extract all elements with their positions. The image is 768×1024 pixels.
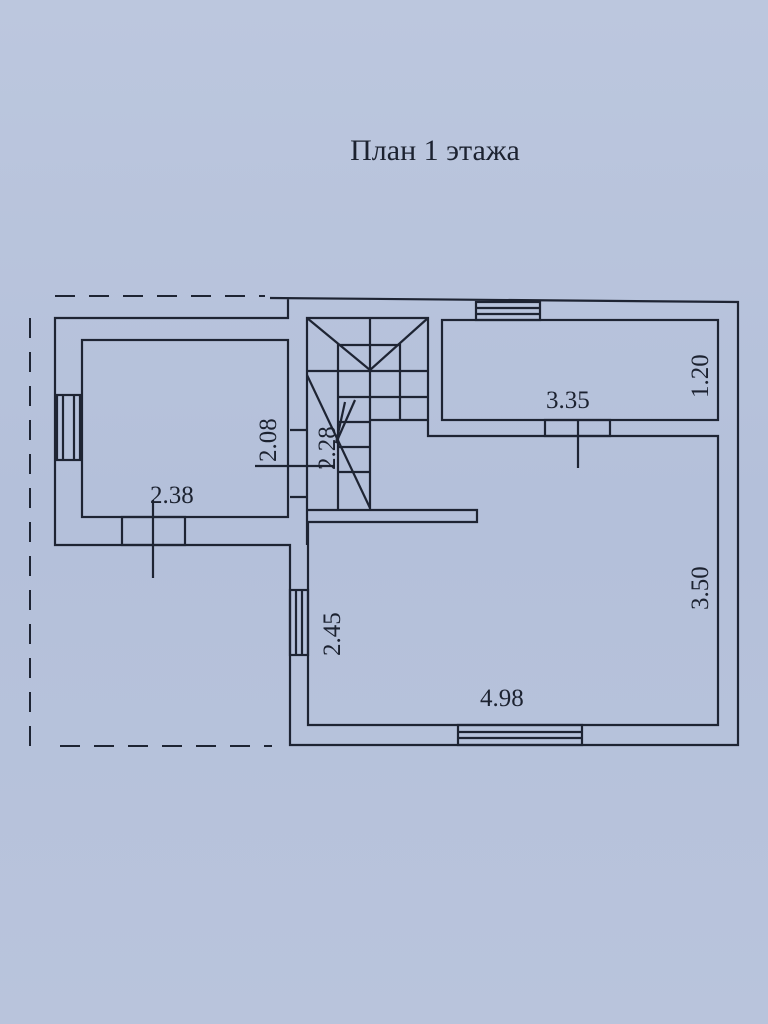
dim-top-right-room-width: 3.35 — [546, 387, 590, 414]
window-left — [55, 393, 82, 462]
staircase — [306, 317, 429, 510]
dim-top-right-room-height: 1.20 — [687, 354, 714, 398]
terrace-dashed-outline — [29, 295, 272, 748]
dim-main-room-depth: 2.45 — [319, 612, 346, 656]
dim-main-room-width: 4.98 — [480, 685, 524, 712]
plan-title: План 1 этажа — [350, 134, 520, 167]
dim-main-room-height: 3.50 — [687, 566, 714, 610]
walls — [53, 296, 740, 747]
window-main-left — [288, 588, 310, 657]
door-top-right-room — [543, 418, 612, 468]
dim-stair-length: 2.28 — [314, 426, 341, 470]
window-main-bottom — [456, 723, 584, 747]
dimension-labels: 2.38 2.08 2.28 3.35 1.20 3.50 2.45 4.98 — [150, 354, 714, 712]
dim-left-room-width: 2.38 — [150, 482, 194, 509]
window-top — [474, 300, 542, 322]
windows-and-doors — [55, 300, 612, 747]
dim-left-room-height: 2.08 — [255, 418, 282, 462]
door-left-room — [120, 500, 187, 578]
